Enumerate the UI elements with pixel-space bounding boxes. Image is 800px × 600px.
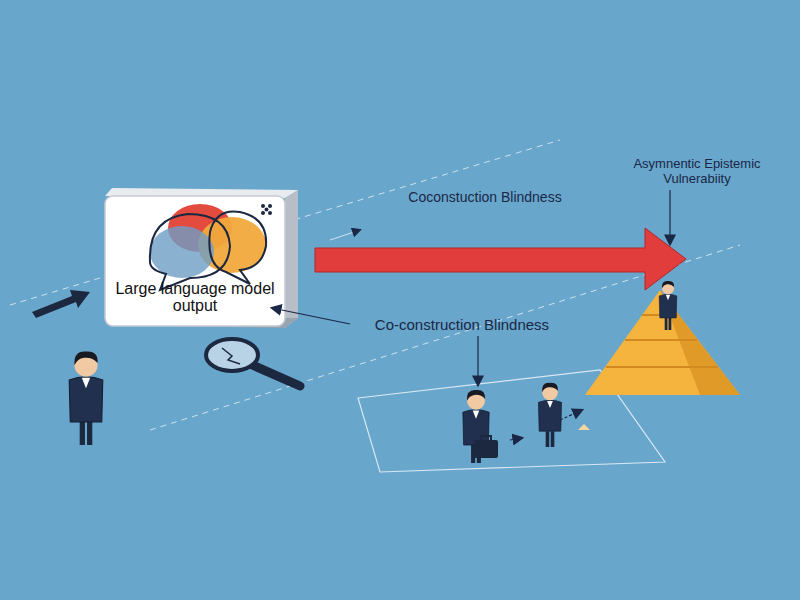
- box-text: Large language model output: [105, 280, 285, 326]
- callout-label: Coconstuction Blindness: [380, 189, 590, 205]
- output-box: Large language model output: [105, 196, 285, 326]
- callout-label: Asymnentic Epistemic Vulnerabiity: [612, 156, 782, 186]
- callout-label: Co-construction Blindness: [354, 316, 570, 333]
